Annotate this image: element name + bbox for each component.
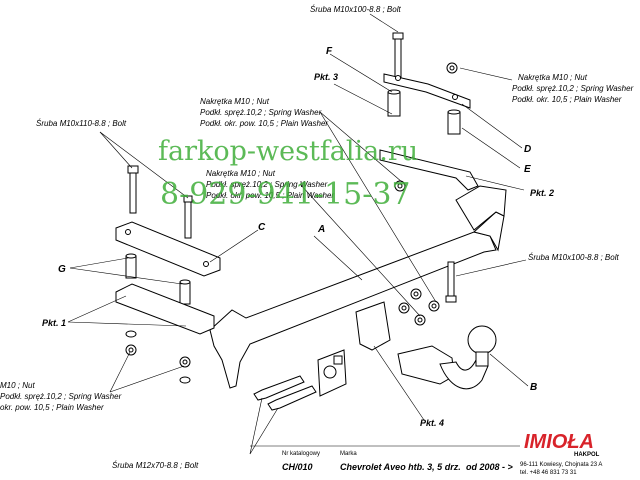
- nut-upper-center: [394, 180, 406, 192]
- label-nut-right-1: Nakrętka M10 ; Nut: [518, 73, 588, 82]
- socket-plate: [317, 301, 391, 397]
- bolt-bottom-1: [253, 375, 305, 401]
- label-bolt-left: Śruba M10x110-8.8 ; Bolt: [36, 119, 127, 128]
- label-d: D: [524, 144, 531, 155]
- plate-c: [115, 221, 221, 277]
- nut-center-3: [398, 302, 410, 314]
- label-pkt2: Pkt. 2: [530, 188, 554, 198]
- label-pkt3: Pkt. 3: [314, 72, 338, 82]
- label-pkt1: Pkt. 1: [42, 318, 66, 328]
- side-bracket-left: [115, 283, 215, 335]
- label-nut-center-3: Podkł. okr. pow. 10,5 ; Plain Washer: [200, 119, 328, 128]
- footer-marka-label: Marka: [340, 451, 357, 457]
- label-g: G: [58, 264, 66, 275]
- label-nut-center2-1: Nakrętka M10 ; Nut: [206, 169, 276, 178]
- label-f: F: [326, 46, 333, 57]
- label-nut-center2-3: Podkł. okr. pow. 10,5 ; Plain Washer: [206, 191, 334, 200]
- bolt-left-2: [183, 195, 193, 239]
- nut-left-1: [125, 344, 137, 356]
- label-nut-right-3: Podkł. okr. 10,5 ; Plain Washer: [512, 95, 622, 104]
- brand-sub-text: HAKPOL: [574, 452, 600, 458]
- label-nut-center-1: Nakrętka M10 ; Nut: [200, 97, 270, 106]
- spacer-g-2: [179, 279, 191, 305]
- washer-left-2: [179, 376, 191, 384]
- nut-top-right: [446, 62, 458, 74]
- washer-left-1: [125, 330, 137, 338]
- footer-model: Chevrolet Aveo htb. 3, 5 drz.: [340, 462, 461, 472]
- spacer-f: [387, 89, 401, 117]
- footer-tel: tel. +48 46 831 73 31: [520, 470, 577, 476]
- footer-catalog-value: CH/010: [282, 462, 313, 472]
- footer-years: od 2008 - >: [466, 462, 514, 472]
- nut-center-4: [414, 314, 426, 326]
- label-nut-left-2: Podkł. spręż.10,2 ; Spring Washer: [0, 392, 122, 401]
- bolt-left: [127, 165, 139, 214]
- main-crossbar-a: [209, 185, 507, 389]
- spacer-g-1: [125, 253, 137, 279]
- imiola-logo: IMIOŁA HAKPOL: [524, 431, 600, 458]
- spacer-e: [447, 109, 461, 135]
- leader-lines: [67, 13, 529, 455]
- brand-logo-text: IMIOŁA: [524, 431, 594, 453]
- nut-left-2: [179, 356, 191, 368]
- label-nut-left-1: M10 ; Nut: [0, 381, 35, 390]
- label-nut-left-3: okr. pow. 10,5 ; Plain Washer: [0, 403, 104, 412]
- label-b: B: [530, 382, 537, 393]
- label-c: C: [258, 222, 266, 233]
- bolt-bottom-2: [267, 385, 317, 411]
- side-bracket-right: [379, 149, 479, 191]
- tow-ball-b: [397, 325, 497, 390]
- nut-center-2: [428, 300, 440, 312]
- bolt-right: [445, 261, 457, 303]
- bolt-f: [392, 32, 404, 78]
- label-nut-center-2: Podkł. spręż.10,2 ; Spring Washer: [200, 108, 322, 117]
- footer-catalog-label: Nr katalogowy: [282, 451, 320, 457]
- label-a: A: [317, 224, 325, 235]
- label-nut-center2-2: Podkł. spręż.10,2 ; Spring Washer: [206, 180, 328, 189]
- footer-address: 96-111 Kowiesy, Chojnata 23 A: [520, 462, 602, 468]
- watermark-phone: 8-929-941-15-37: [160, 177, 411, 212]
- label-bolt-bottom: Śruba M12x70-8.8 ; Bolt: [112, 461, 199, 470]
- label-nut-right-2: Podkł. spręż.10,2 ; Spring Washer: [512, 84, 634, 93]
- plate-d: [383, 73, 471, 109]
- label-pkt4: Pkt. 4: [420, 418, 444, 428]
- label-bolt-right: Śruba M10x100-8.8 ; Bolt: [528, 253, 619, 262]
- label-bolt-top: Śruba M10x100-8.8 ; Bolt: [310, 5, 401, 14]
- label-e: E: [524, 164, 531, 175]
- watermark-site: farkop-westfalia.ru: [158, 136, 418, 167]
- nut-center-1: [410, 288, 422, 300]
